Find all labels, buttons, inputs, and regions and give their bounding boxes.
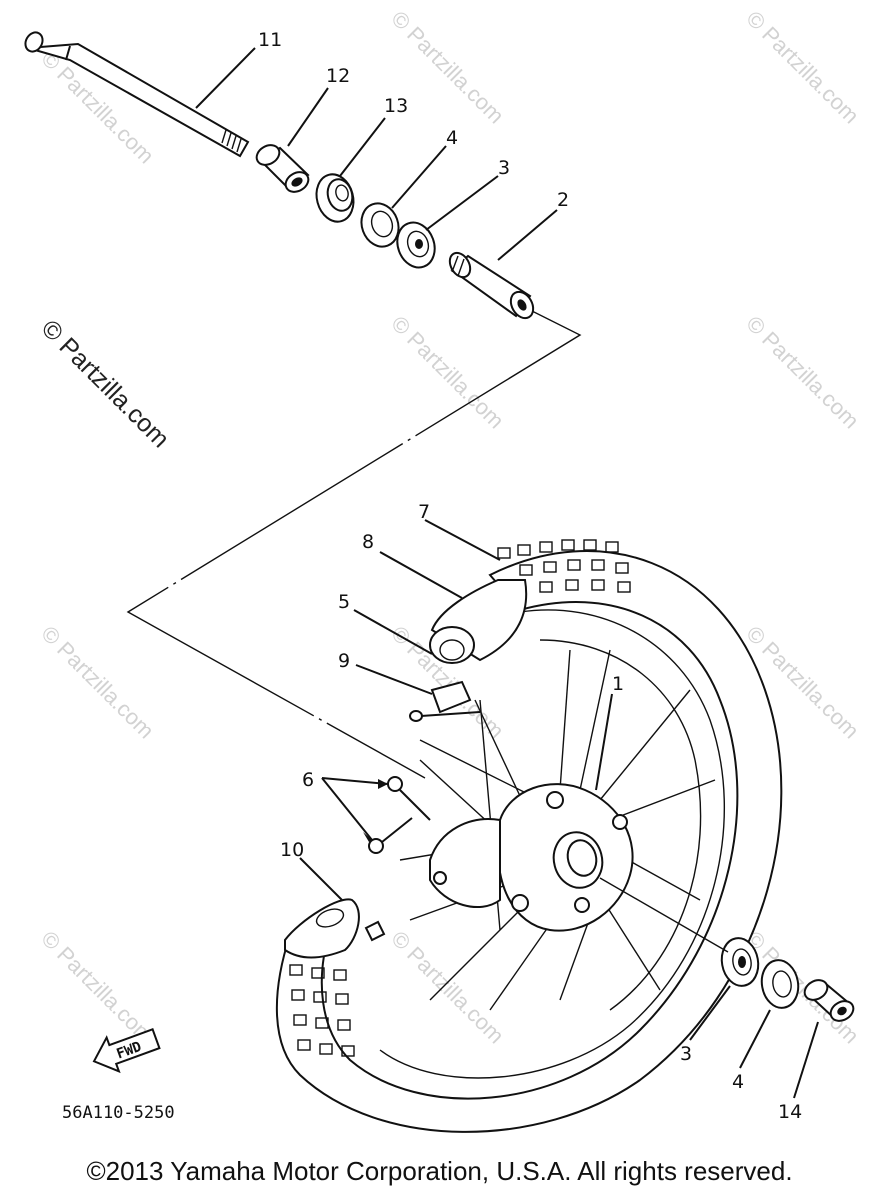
callout-5: 5 bbox=[338, 591, 350, 613]
leader-lines bbox=[195, 47, 819, 1099]
bearing-part-top-2 bbox=[396, 221, 436, 269]
tread-knobs bbox=[289, 539, 631, 1057]
callout-12: 12 bbox=[326, 65, 350, 87]
bearing-part-bottom-2 bbox=[760, 959, 800, 1009]
screw-parts bbox=[368, 710, 481, 854]
bearing-part-bottom bbox=[720, 937, 760, 987]
callout-13: 13 bbox=[384, 95, 408, 117]
callout-2: 2 bbox=[557, 189, 569, 211]
watermark-main: © Partzilla.com bbox=[36, 314, 175, 453]
arrow-head bbox=[378, 779, 388, 789]
spacer-part bbox=[255, 144, 310, 193]
callout-11: 11 bbox=[258, 29, 282, 51]
axle-alignment-line-bottom bbox=[599, 877, 729, 953]
watermark: © Partzilla.com bbox=[386, 926, 509, 1049]
oil-seal-part bbox=[315, 173, 355, 223]
watermark: © Partzilla.com bbox=[741, 6, 864, 129]
callout-9: 9 bbox=[338, 650, 350, 672]
callout-7: 7 bbox=[418, 501, 430, 523]
callout-3-bottom: 3 bbox=[680, 1043, 692, 1065]
callout-4-bottom: 4 bbox=[732, 1071, 744, 1093]
collar-part bbox=[448, 251, 535, 320]
tube-cutaway-bottom bbox=[284, 898, 386, 959]
axle-alignment-line bbox=[126, 304, 582, 779]
arrow-head bbox=[363, 832, 372, 842]
watermark: © Partzilla.com bbox=[36, 621, 159, 744]
callouts: 11 12 13 4 3 2 7 8 5 9 1 6 10 3 4 14 bbox=[258, 29, 802, 1123]
copyright-notice: ©2013 Yamaha Motor Corporation, U.S.A. A… bbox=[86, 1156, 793, 1186]
callout-3-top: 3 bbox=[498, 157, 510, 179]
callout-14: 14 bbox=[778, 1101, 802, 1123]
fwd-arrow: FWD bbox=[92, 1028, 161, 1074]
collar-part-bottom bbox=[803, 979, 855, 1022]
callout-6: 6 bbox=[302, 769, 314, 791]
watermark: © Partzilla.com bbox=[386, 311, 509, 434]
watermark: © Partzilla.com bbox=[36, 926, 159, 1049]
callout-10: 10 bbox=[280, 839, 304, 861]
diagram-code: 56A110-5250 bbox=[62, 1103, 175, 1123]
callout-4-top: 4 bbox=[446, 127, 458, 149]
bearing-part-top bbox=[360, 202, 400, 248]
axle-part bbox=[24, 31, 250, 158]
tube-section-part bbox=[429, 579, 528, 714]
callout-8: 8 bbox=[362, 531, 374, 553]
callout-1: 1 bbox=[612, 673, 624, 695]
hub-part bbox=[429, 783, 634, 932]
watermark: © Partzilla.com bbox=[741, 311, 864, 434]
